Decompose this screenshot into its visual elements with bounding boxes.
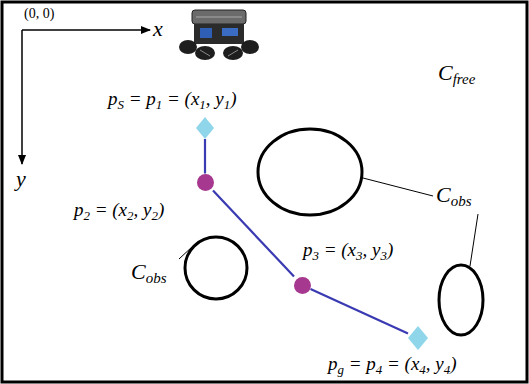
obstacle-outline — [258, 129, 362, 215]
marker-fill — [197, 174, 214, 191]
subscript: 2 — [127, 208, 133, 223]
robot-detail — [196, 17, 242, 18]
marker-shape — [196, 117, 214, 139]
region-label: Cobs — [131, 259, 166, 285]
subscript: 3 — [356, 248, 362, 263]
axis-label: x — [153, 16, 163, 42]
robot-board — [200, 28, 212, 38]
robot-wheel — [179, 40, 197, 54]
leader-line — [179, 246, 193, 259]
robot-detail — [228, 50, 238, 56]
y-axis-arrow — [21, 30, 23, 164]
axis-label: y — [16, 166, 26, 192]
subscript: 4 — [376, 362, 382, 377]
origin-label: (0, 0) — [24, 6, 54, 23]
robot-top-plate — [192, 10, 246, 24]
marker-fill — [408, 326, 428, 350]
obstacle-outline — [439, 265, 483, 335]
robot-detail — [200, 50, 210, 56]
subscript: 1 — [156, 97, 162, 112]
subscript: 1 — [224, 97, 230, 112]
point-label: pg = p4 = (x4, y4) — [328, 353, 457, 376]
waypoint-dot: p3 = (x3, y3) — [294, 277, 311, 294]
path-segment — [311, 289, 409, 334]
subscript: g — [338, 362, 344, 377]
endpoint-diamond: pS = p1 = (x1, y1) — [196, 117, 214, 139]
robot-wheel — [223, 46, 243, 60]
marker-shape — [197, 174, 214, 191]
endpoint-diamond: pg = p4 = (x4, y4) — [408, 326, 428, 350]
robot-body — [194, 24, 244, 44]
marker-shape — [294, 277, 311, 294]
leader-line — [470, 214, 478, 266]
path-segment — [213, 191, 294, 277]
subscript: 1 — [199, 97, 205, 112]
subscript: 2 — [151, 208, 157, 223]
subscript: obs — [451, 193, 472, 209]
subscript: 2 — [84, 208, 90, 223]
x-axis-arrow — [22, 29, 150, 31]
robot-picture — [179, 10, 259, 60]
marker-shape — [408, 326, 428, 350]
subscript: obs — [146, 270, 167, 286]
obstacle-outline — [185, 237, 247, 299]
subscript: 3 — [380, 248, 386, 263]
robot-wheel — [195, 46, 215, 60]
point-label: pS = p1 = (x1, y1) — [108, 88, 237, 111]
robot-board — [222, 28, 238, 36]
subscript: 3 — [313, 248, 319, 263]
marker-fill — [196, 117, 214, 139]
subscript: 4 — [419, 362, 425, 377]
subscript: 4 — [444, 362, 450, 377]
region-label: Cfree — [438, 60, 475, 86]
subscript: S — [118, 97, 124, 112]
marker-fill — [294, 277, 311, 294]
point-label: p3 = (x3, y3) — [303, 239, 393, 262]
robot-wheel — [241, 40, 259, 54]
leader-line — [363, 178, 433, 196]
region-label: Cobs — [436, 182, 471, 208]
path-segment — [204, 139, 206, 174]
waypoint-dot: p2 = (x2, y2) — [197, 174, 214, 191]
subscript: free — [453, 71, 476, 87]
point-label: p2 = (x2, y2) — [74, 199, 164, 222]
